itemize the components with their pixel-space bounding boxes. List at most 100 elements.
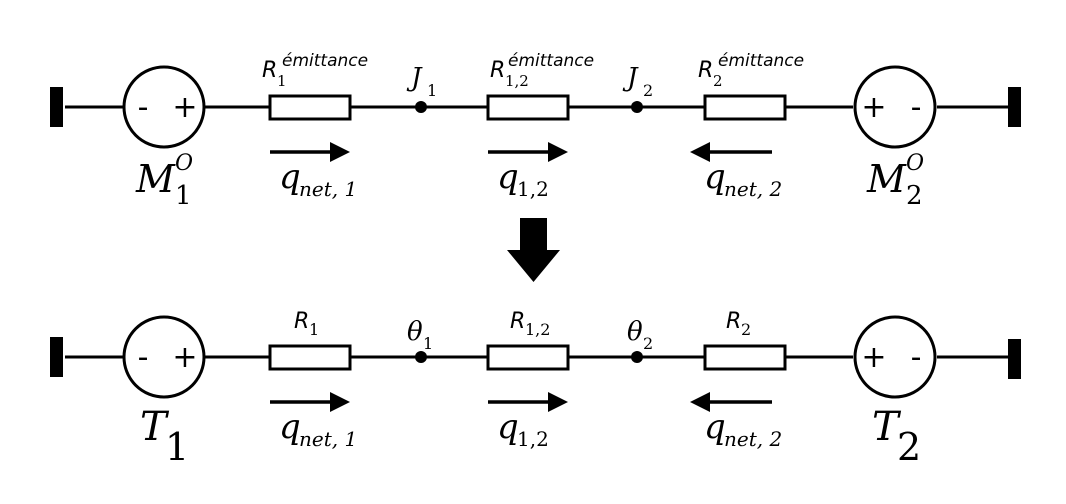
resistor-sub: 1,2 xyxy=(505,72,529,90)
source-right-sign: - xyxy=(911,340,922,375)
arrow-head xyxy=(548,392,568,412)
bottom-resistor-2 xyxy=(703,344,787,371)
arrow-head xyxy=(548,142,568,162)
source-right-sign: + xyxy=(172,340,197,375)
bottom-ground-left xyxy=(50,337,63,377)
flow-sub: net, 1 xyxy=(299,177,357,201)
bottom-node-1-label: θ 1 xyxy=(407,317,433,353)
source-sub: 2 xyxy=(897,425,921,469)
source-left-sign: - xyxy=(138,90,149,125)
top-flow-2-label: q net, 2 xyxy=(704,157,782,201)
source-sub: 1 xyxy=(165,425,189,469)
bottom-source-2: + - xyxy=(853,315,937,399)
resistor-sup: émittance xyxy=(282,51,368,71)
source-right-sign: + xyxy=(172,90,197,125)
top-flow-arrow-12 xyxy=(488,142,568,162)
flow-symbol: q xyxy=(704,157,726,197)
top-resistor-12-label: R 1,2 émittance xyxy=(490,51,594,90)
node-sub: 2 xyxy=(643,81,653,100)
top-node-2 xyxy=(631,101,643,113)
arrow-head xyxy=(330,392,350,412)
source-left-sign: + xyxy=(861,340,886,375)
bottom-node-1 xyxy=(415,351,427,363)
top-source-1: - + xyxy=(122,65,206,149)
top-resistor-2-label: R 2 émittance xyxy=(698,51,804,90)
top-circuit: - + M 1 O + - M 2 O R 1 émittance xyxy=(50,51,1021,211)
resistor-sup: émittance xyxy=(508,51,594,71)
arrow-head xyxy=(330,142,350,162)
bottom-flow-12-label: q 1,2 xyxy=(497,407,549,451)
flow-sub: net, 1 xyxy=(299,427,357,451)
top-flow-arrow-1 xyxy=(270,142,350,162)
source-circle xyxy=(853,315,937,399)
node-symbol: θ xyxy=(407,317,423,347)
top-ground-left xyxy=(50,87,63,127)
arrow-head xyxy=(690,392,710,412)
arrow-head xyxy=(690,142,710,162)
source-symbol: M xyxy=(866,157,907,201)
resistor-symbol: R xyxy=(294,309,309,334)
flow-sub: net, 2 xyxy=(724,427,782,451)
resistor-symbol: R xyxy=(698,58,713,83)
bottom-flow-arrow-2 xyxy=(690,392,772,412)
top-source-2-label: M 2 O xyxy=(866,151,924,211)
resistor-sub: 2 xyxy=(741,320,751,339)
resistor-sub: 2 xyxy=(713,72,723,90)
resistor-sup: émittance xyxy=(718,51,804,71)
flow-symbol: q xyxy=(279,407,301,447)
node-sub: 2 xyxy=(643,334,653,353)
bottom-flow-2-label: q net, 2 xyxy=(704,407,782,451)
transform-down-arrow xyxy=(507,218,560,282)
top-flow-arrow-2 xyxy=(690,142,772,162)
bottom-flow-arrow-12 xyxy=(488,392,568,412)
bottom-flow-arrow-1 xyxy=(270,392,350,412)
flow-symbol: q xyxy=(497,157,519,197)
top-node-2-label: J 2 xyxy=(622,63,653,100)
node-sub: 1 xyxy=(423,334,433,353)
source-left-sign: - xyxy=(138,340,149,375)
top-node-1 xyxy=(415,101,427,113)
bottom-resistor-2-label: R 2 xyxy=(726,309,751,339)
top-flow-1-label: q net, 1 xyxy=(279,157,357,201)
source-circle xyxy=(122,315,206,399)
resistor-symbol: R xyxy=(490,58,505,83)
source-sup: O xyxy=(906,151,924,176)
source-sup: O xyxy=(175,151,193,176)
top-node-1-label: J 1 xyxy=(406,63,437,100)
top-ground-right xyxy=(1008,87,1021,127)
bottom-node-2-label: θ 2 xyxy=(627,317,653,353)
bottom-source-2-label: T 2 xyxy=(872,404,921,469)
flow-symbol: q xyxy=(279,157,301,197)
source-sub: 1 xyxy=(175,181,192,211)
flow-symbol: q xyxy=(497,407,519,447)
top-source-2: + - xyxy=(853,65,937,149)
resistor-sub: 1 xyxy=(309,320,319,339)
top-source-1-label: M 1 O xyxy=(135,151,193,211)
bottom-source-1-label: T 1 xyxy=(140,404,189,469)
source-sub: 2 xyxy=(906,181,923,211)
bottom-flow-1-label: q net, 1 xyxy=(279,407,357,451)
bottom-resistor-12-label: R 1,2 xyxy=(510,309,550,339)
bottom-source-1: - + xyxy=(122,315,206,399)
bottom-resistor-12 xyxy=(486,344,570,371)
top-resistor-2 xyxy=(703,94,787,121)
resistor-sub: 1,2 xyxy=(525,320,550,339)
top-resistor-1-label: R 1 émittance xyxy=(262,51,368,90)
top-resistor-12 xyxy=(486,94,570,121)
flow-sub: net, 2 xyxy=(724,177,782,201)
source-symbol: T xyxy=(872,404,902,450)
node-symbol: J xyxy=(406,63,423,93)
source-left-sign: + xyxy=(861,90,886,125)
top-flow-12-label: q 1,2 xyxy=(497,157,549,201)
bottom-resistor-1 xyxy=(268,344,352,371)
resistor-symbol: R xyxy=(510,309,525,334)
bottom-node-2 xyxy=(631,351,643,363)
source-right-sign: - xyxy=(911,90,922,125)
bottom-resistor-1-label: R 1 xyxy=(294,309,319,339)
node-sub: 1 xyxy=(427,81,437,100)
flow-sub: 1,2 xyxy=(517,177,549,201)
bottom-circuit: - + T 1 + - T 2 R 1 R 1,2 R xyxy=(50,309,1021,469)
top-resistor-1 xyxy=(268,94,352,121)
